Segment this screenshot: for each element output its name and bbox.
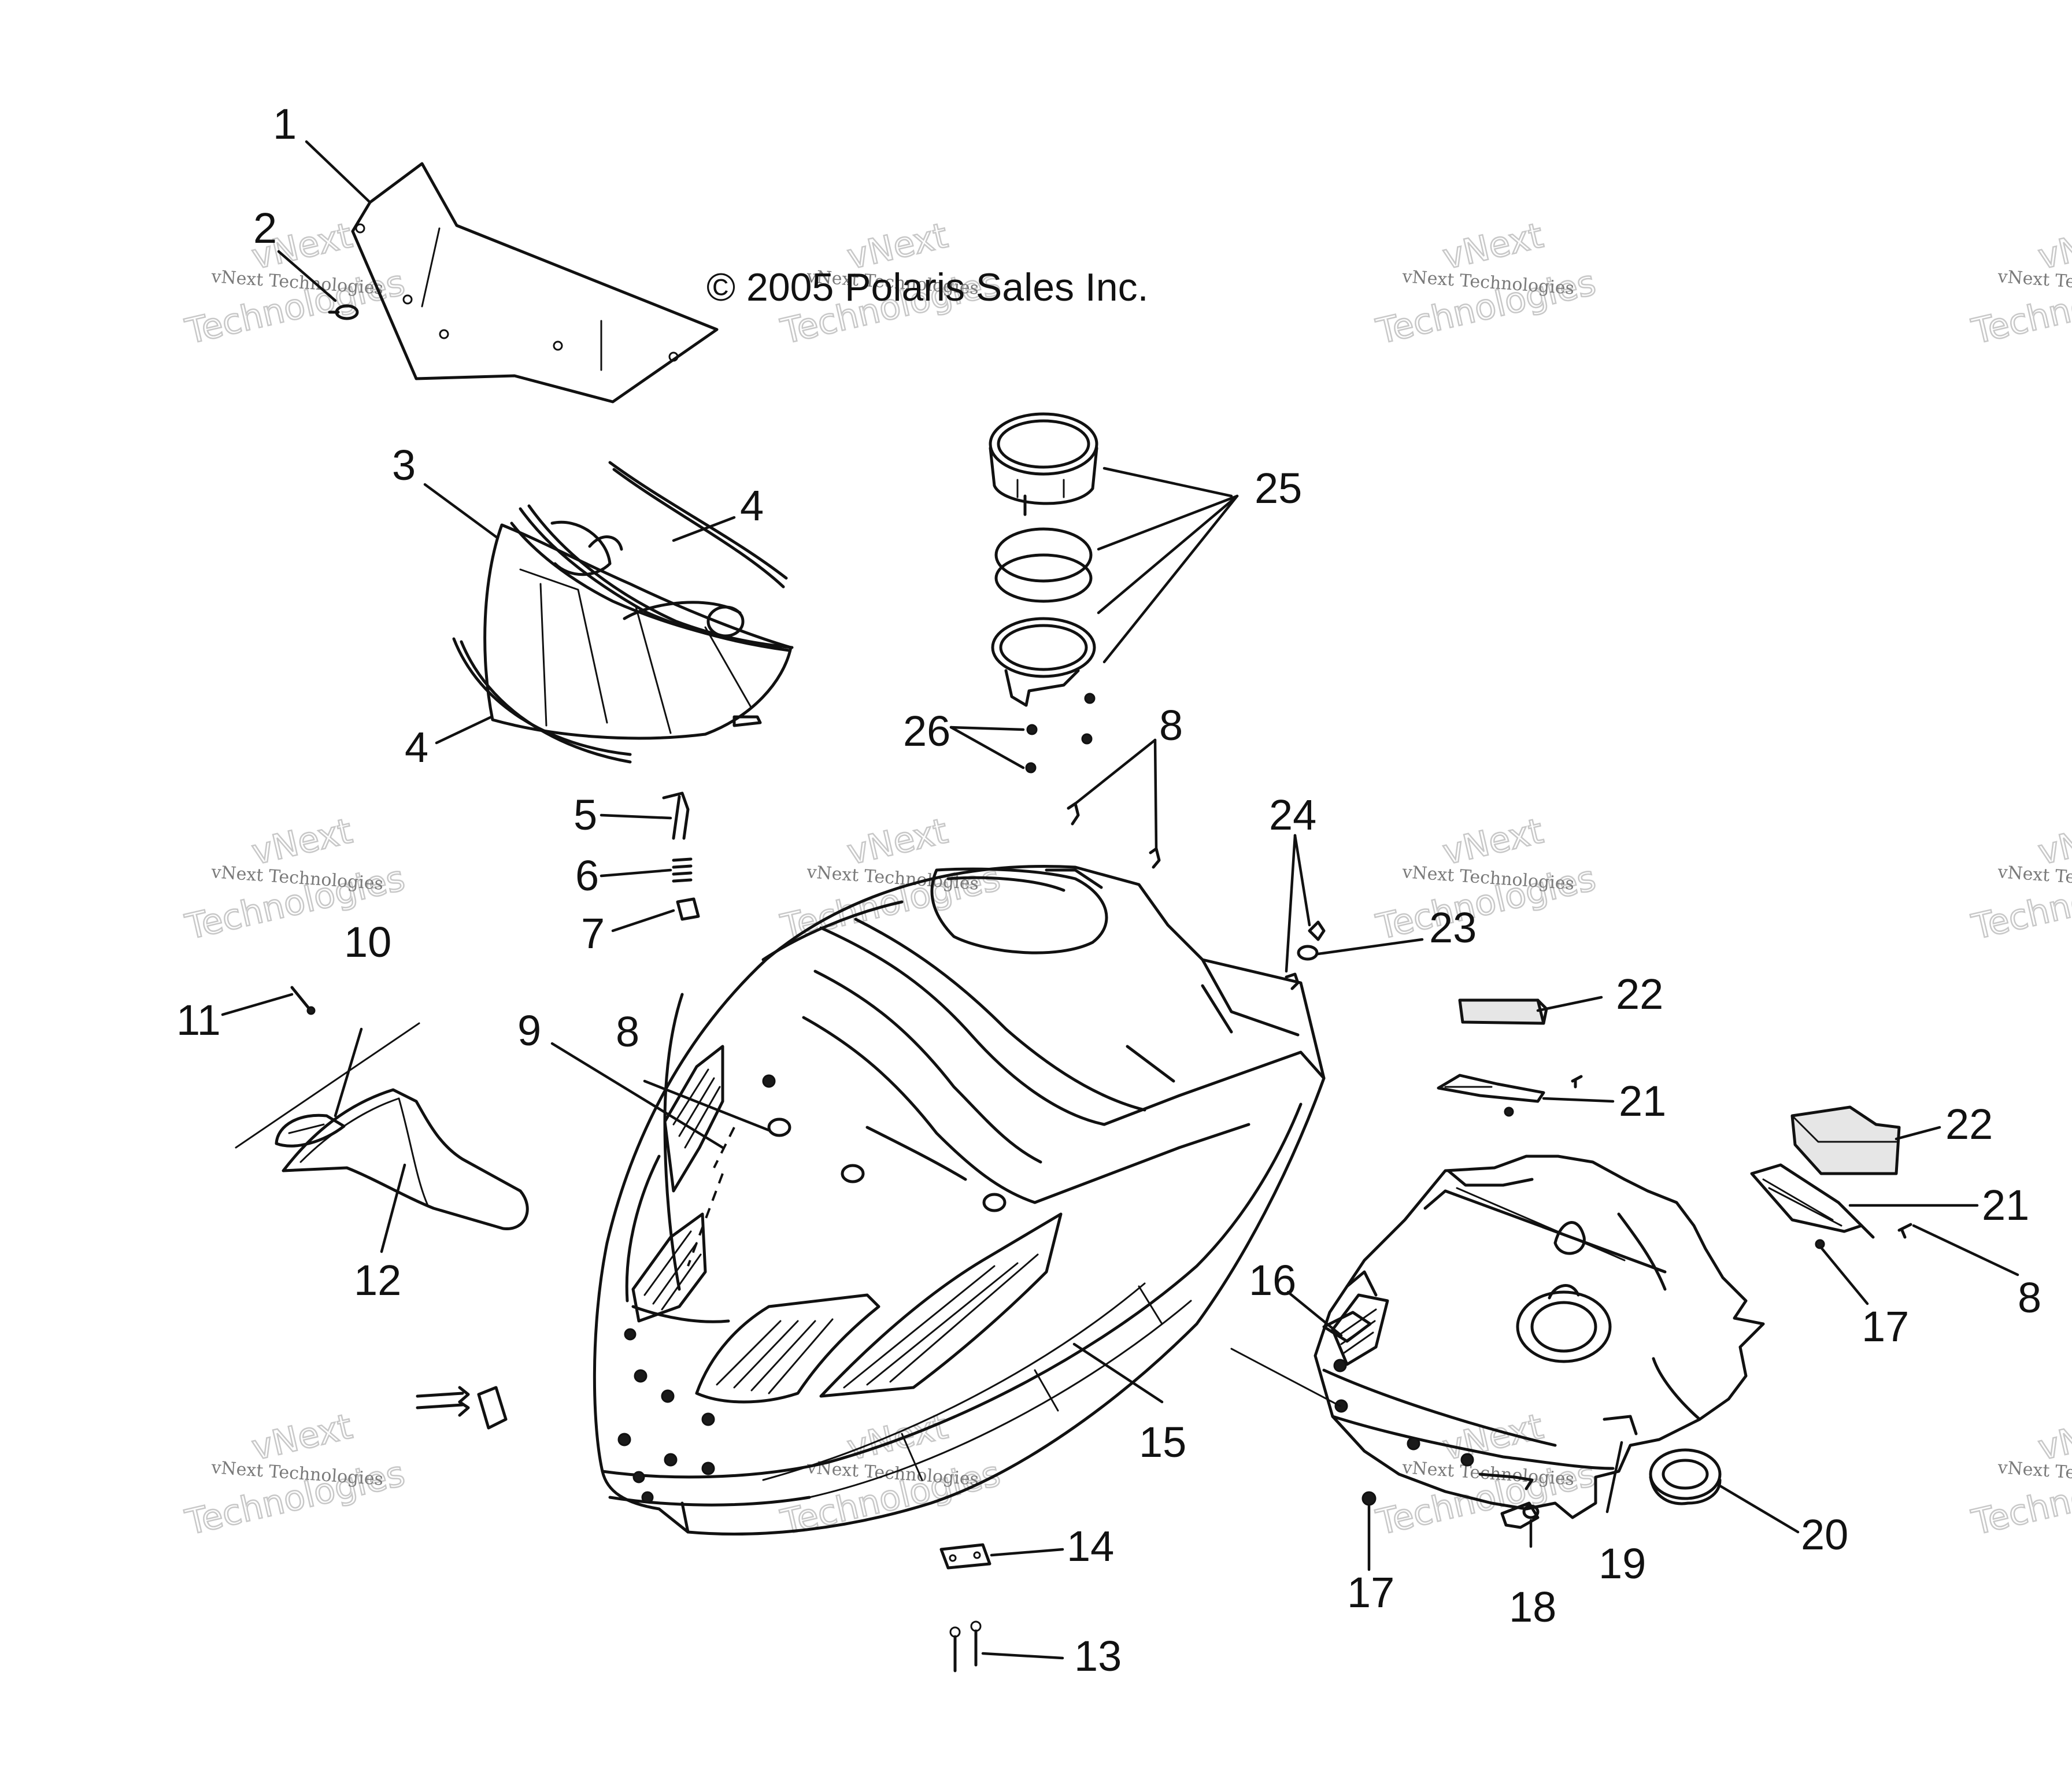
callout-3: 3 [392, 441, 416, 489]
part-22-block-upper [1458, 998, 1548, 1025]
callout-12: 12 [354, 1256, 401, 1304]
callout-7: 7 [581, 909, 605, 957]
callout-4-top: 4 [740, 482, 764, 530]
copyright-notice: © 2005 Polaris Sales Inc. [706, 265, 1149, 309]
watermark-line-top: vNext [843, 811, 952, 874]
callout-6: 6 [575, 852, 599, 900]
callout-25: 25 [1255, 464, 1302, 512]
callout-18: 18 [1509, 1583, 1556, 1631]
callout-23: 23 [1429, 904, 1477, 952]
part-windshield [351, 162, 719, 404]
part-18-clip [1500, 1501, 1540, 1529]
part-14-bracket [939, 1543, 991, 1570]
callout-5: 5 [574, 791, 597, 839]
part-12-duct [282, 1088, 529, 1230]
callout-17-bottom: 17 [1347, 1568, 1394, 1616]
leader-lines [221, 140, 2019, 1660]
callout-8-gauge: 8 [1159, 701, 1183, 749]
callout-1: 1 [273, 100, 297, 148]
part-9-dashed-line [687, 1173, 724, 1267]
watermark-line-top: vNext [248, 1407, 356, 1469]
callout-15: 15 [1139, 1418, 1186, 1466]
part-gauge [989, 412, 1098, 774]
callout-labels: 1 2 3 4 4 5 6 7 8 8 8 9 10 11 12 13 14 1… [176, 100, 2041, 1680]
watermark-line-top: vNext [2034, 216, 2072, 278]
callout-13: 13 [1074, 1632, 1122, 1680]
part-13-rivets [949, 1620, 982, 1673]
watermark-line-top: vNext [2034, 1407, 2072, 1469]
watermark-line-top: vNext [248, 811, 356, 874]
callout-10: 10 [344, 918, 391, 966]
part-7-knob [676, 897, 700, 921]
part-16-vent [1322, 1311, 1372, 1343]
callout-17-right: 17 [1862, 1303, 1909, 1350]
part-headlight-trim-bottom [452, 637, 632, 764]
callout-19: 19 [1599, 1540, 1646, 1588]
part-23-washer [1297, 945, 1319, 961]
part-lower-left-clip [416, 1386, 508, 1430]
watermark-line-top: vNext [1439, 216, 1547, 278]
callout-20: 20 [1801, 1511, 1848, 1559]
part-8-fasteners [762, 802, 1161, 1212]
callout-26: 26 [903, 707, 950, 755]
part-headlight [483, 504, 794, 740]
callout-8-right: 8 [2018, 1274, 2041, 1322]
watermark-line-top: vNext [2034, 811, 2072, 874]
callout-22-upper: 22 [1616, 970, 1663, 1018]
callout-21-upper: 21 [1619, 1077, 1666, 1125]
callout-21-right: 21 [1982, 1181, 2029, 1229]
part-22-block-right [1790, 1105, 1901, 1175]
callout-14: 14 [1067, 1522, 1114, 1570]
part-windshield-screw [328, 304, 359, 320]
part-24-screw [1285, 920, 1326, 990]
part-12-guide-line [235, 1022, 420, 1149]
watermark-line-top: vNext [1439, 811, 1547, 874]
callout-11: 11 [176, 996, 221, 1044]
part-6-spring [672, 857, 693, 883]
callout-8-hood: 8 [616, 1008, 639, 1056]
callout-4-bottom: 4 [405, 723, 428, 771]
callout-9: 9 [517, 1007, 541, 1054]
part-21-plate-upper [1437, 1074, 1583, 1117]
part-belly-pan [1314, 1155, 1765, 1519]
callout-24: 24 [1269, 791, 1316, 839]
part-5-rod [662, 791, 690, 840]
part-11-screw [290, 986, 316, 1015]
part-hood [593, 865, 1326, 1536]
callout-16: 16 [1249, 1256, 1296, 1304]
part-20-grommet [1649, 1448, 1722, 1505]
callout-2: 2 [253, 204, 277, 252]
part-10-vent [275, 1113, 346, 1148]
part-19-guide-line [1230, 1348, 1341, 1407]
part-17-screw [1361, 1239, 1825, 1506]
part-9-dashed-line-2 [713, 1127, 735, 1168]
callout-22-right: 22 [1945, 1100, 1993, 1148]
